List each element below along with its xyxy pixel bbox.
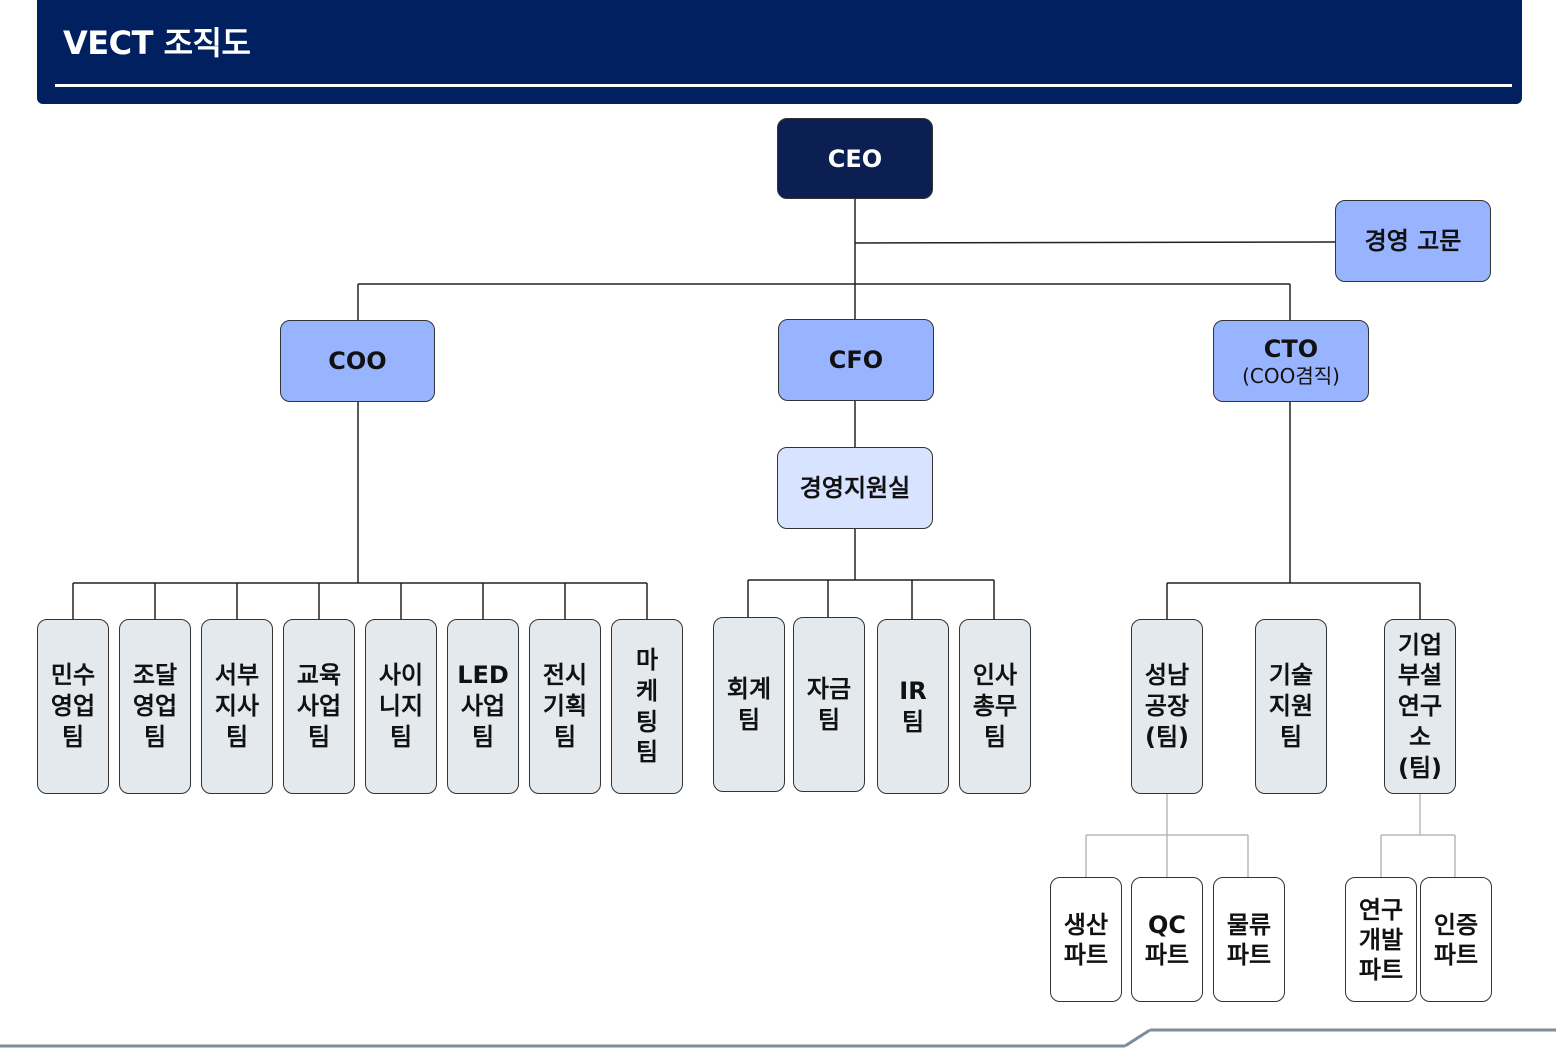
team-box: 조달 영업 팀 [119,619,191,794]
part-label: 연구 개발 파트 [1358,895,1404,984]
team-label: 조달 영업 팀 [132,661,178,751]
ceo-box: CEO [777,118,933,199]
team-label: 기술 지원 팀 [1268,661,1314,751]
team-label: 마 케 팅 팀 [635,646,659,767]
cto-note: (COO겸직) [1242,363,1340,388]
team-label: IR 팀 [899,676,927,736]
team-label: 교육 사업 팀 [296,661,342,751]
team-box: 민수 영업 팀 [37,619,109,794]
team-label: 사이 니지 팀 [378,661,424,751]
team-box: IR 팀 [877,619,949,794]
cfo-label: CFO [828,346,884,374]
part-label: 생산 파트 [1063,910,1109,969]
team-label: 기업 부설 연구 소 (팀) [1397,630,1443,782]
team-box: 마 케 팅 팀 [611,619,683,794]
team-label: 인사 총무 팀 [972,661,1018,751]
cto-label: CTO [1263,334,1319,363]
team-box: 자금 팀 [793,617,865,792]
team-box: 사이 니지 팀 [365,619,437,794]
team-label: 회계 팀 [726,674,772,734]
team-box: 서부 지사 팀 [201,619,273,794]
team-box: 전시 기획 팀 [529,619,601,794]
support-office-box: 경영지원실 [777,447,933,529]
team-label: LED 사업 팀 [457,661,509,751]
team-box: 기업 부설 연구 소 (팀) [1384,619,1456,794]
team-box: 기술 지원 팀 [1255,619,1327,794]
team-box: LED 사업 팀 [447,619,519,794]
part-box: QC 파트 [1131,877,1203,1002]
coo-box: COO [280,320,435,402]
page-title: VECT 조직도 [63,24,251,62]
team-box: 교육 사업 팀 [283,619,355,794]
connector-advisor [854,241,1336,244]
ceo-label: CEO [827,144,883,173]
part-box: 인증 파트 [1420,877,1492,1002]
part-label: 물류 파트 [1226,910,1272,969]
title-underline [55,84,1512,87]
team-label: 전시 기획 팀 [542,661,588,751]
cto-box: CTO (COO겸직) [1213,320,1369,402]
team-label: 민수 영업 팀 [50,661,96,751]
advisor-box: 경영 고문 [1335,200,1491,282]
advisor-label: 경영 고문 [1364,227,1462,255]
title-bar: VECT 조직도 [37,0,1522,104]
part-box: 물류 파트 [1213,877,1285,1002]
part-label: QC 파트 [1144,910,1190,969]
part-box: 생산 파트 [1050,877,1122,1002]
team-box: 인사 총무 팀 [959,619,1031,794]
part-label: 인증 파트 [1433,910,1479,969]
part-box: 연구 개발 파트 [1345,877,1417,1002]
cfo-box: CFO [778,319,934,401]
footer-rule [0,1028,1556,1048]
coo-label: COO [328,347,387,375]
team-label: 자금 팀 [806,674,852,734]
team-box: 성남 공장 (팀) [1131,619,1203,794]
team-box: 회계 팀 [713,617,785,792]
team-label: 서부 지사 팀 [214,661,260,751]
team-label: 성남 공장 (팀) [1144,661,1190,751]
support-office-label: 경영지원실 [799,474,911,502]
